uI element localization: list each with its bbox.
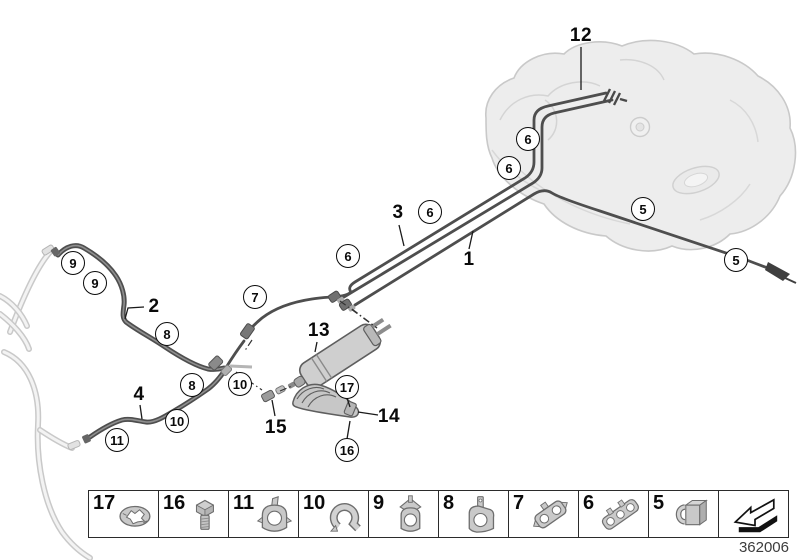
legend-cell-17[interactable]: 17 bbox=[89, 491, 159, 537]
callout-6-b[interactable]: 6 bbox=[418, 200, 442, 224]
label-4[interactable]: 4 bbox=[133, 384, 145, 405]
diagram-number: 362006 bbox=[738, 539, 789, 556]
spring-nut-icon bbox=[119, 505, 151, 527]
parts-legend-strip: 17 16 11 bbox=[88, 490, 789, 538]
ghost-hoses bbox=[0, 244, 93, 560]
fuel-line-bottom bbox=[353, 189, 781, 307]
legend-cell-16[interactable]: 16 bbox=[159, 491, 229, 537]
legend-cell-6[interactable]: 6 bbox=[579, 491, 649, 537]
hose-clip-icon bbox=[330, 503, 362, 532]
next-diagram-arrow-icon bbox=[733, 498, 778, 533]
callout-6-a[interactable]: 6 bbox=[336, 244, 360, 268]
callout-5-a[interactable]: 5 bbox=[631, 197, 655, 221]
fuel-line-bundle bbox=[225, 91, 781, 368]
double-line-clamp-icon bbox=[533, 500, 568, 529]
legend-cell-9[interactable]: 9 bbox=[369, 491, 439, 537]
label-12[interactable]: 12 bbox=[569, 25, 593, 46]
label-13[interactable]: 13 bbox=[307, 320, 331, 341]
legend-number: 17 bbox=[93, 492, 116, 514]
legend-number: 6 bbox=[583, 492, 595, 514]
callout-5-b[interactable]: 5 bbox=[724, 248, 748, 272]
callout-16[interactable]: 16 bbox=[335, 438, 359, 462]
legend-number: 10 bbox=[303, 492, 326, 514]
callout-8-b[interactable]: 8 bbox=[180, 373, 204, 397]
label-1[interactable]: 1 bbox=[463, 249, 475, 270]
leader-lines bbox=[124, 47, 582, 440]
triple-line-clamp-icon bbox=[602, 499, 640, 530]
label-2[interactable]: 2 bbox=[148, 296, 160, 317]
callout-6-c[interactable]: 6 bbox=[497, 156, 521, 180]
label-14[interactable]: 14 bbox=[377, 406, 401, 427]
fuel-line-middle bbox=[342, 98, 614, 299]
fuel-line-to-junction bbox=[225, 339, 246, 368]
callout-7[interactable]: 7 bbox=[243, 285, 267, 309]
callout-17[interactable]: 17 bbox=[335, 375, 359, 399]
callout-8-a[interactable]: 8 bbox=[155, 322, 179, 346]
legend-number: 11 bbox=[233, 492, 255, 514]
legend-cell-5[interactable]: 5 bbox=[649, 491, 719, 537]
legend-number: 7 bbox=[513, 492, 525, 514]
fuel-filter bbox=[293, 317, 392, 389]
callout-11[interactable]: 11 bbox=[105, 428, 129, 452]
fuel-line-top bbox=[246, 91, 608, 334]
hose-4 bbox=[82, 367, 228, 444]
legend-cell-10[interactable]: 10 bbox=[299, 491, 369, 537]
callout-10-a[interactable]: 10 bbox=[228, 372, 252, 396]
callout-9-a[interactable]: 9 bbox=[61, 251, 85, 275]
line-holder-icon bbox=[468, 496, 495, 533]
legend-number: 8 bbox=[443, 492, 455, 514]
legend-cell-8[interactable]: 8 bbox=[439, 491, 509, 537]
connectors bbox=[208, 88, 797, 403]
callout-9-b[interactable]: 9 bbox=[83, 271, 107, 295]
edge-clip-icon bbox=[675, 499, 709, 526]
callout-10-b[interactable]: 10 bbox=[165, 409, 189, 433]
legend-number: 9 bbox=[373, 492, 385, 514]
legend-cell-7[interactable]: 7 bbox=[509, 491, 579, 537]
legend-number: 16 bbox=[163, 492, 186, 514]
callout-6-d[interactable]: 6 bbox=[516, 127, 540, 151]
legend-cell-next-arrow[interactable] bbox=[719, 491, 788, 537]
legend-number: 5 bbox=[653, 492, 665, 514]
legend-cell-11[interactable]: 11 bbox=[229, 491, 299, 537]
hose-2 bbox=[50, 243, 227, 372]
label-15[interactable]: 15 bbox=[264, 417, 288, 438]
hex-bolt-icon bbox=[196, 499, 215, 530]
filter-bracket bbox=[292, 383, 360, 418]
label-3[interactable]: 3 bbox=[392, 202, 404, 223]
hose-clamp-icon bbox=[256, 495, 293, 532]
line-clip-icon bbox=[399, 495, 422, 532]
